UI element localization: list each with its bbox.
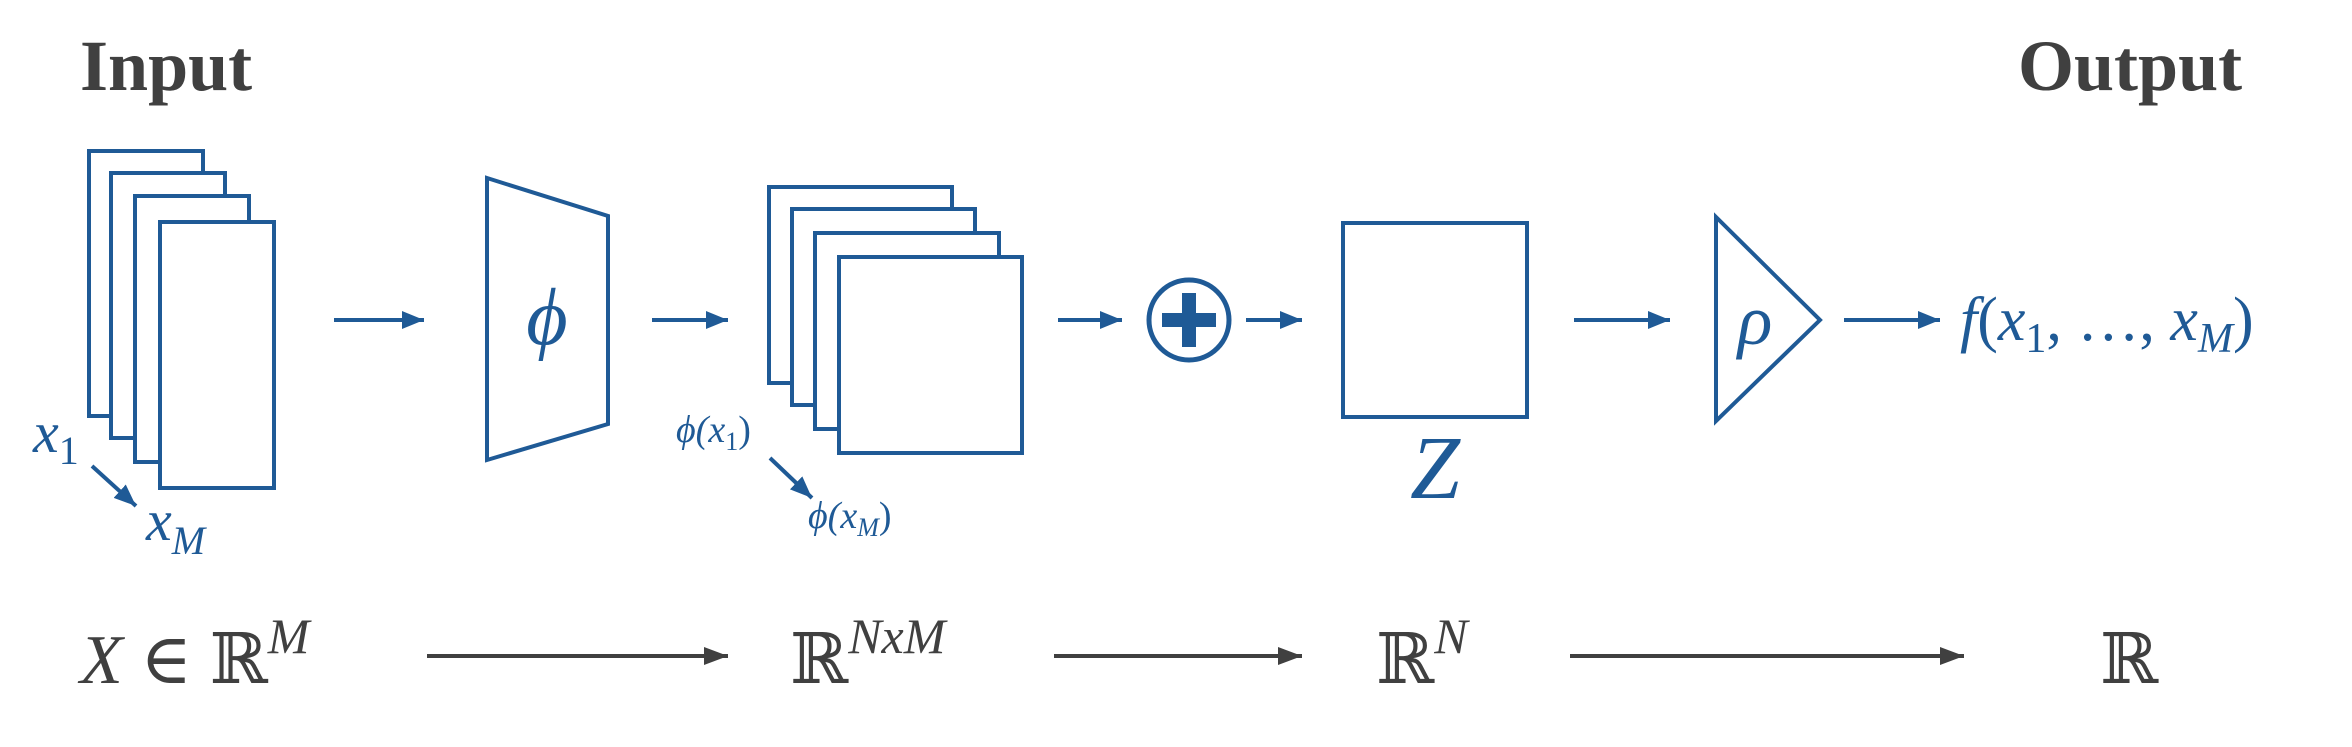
phi-x1-label: ϕ(x1) xyxy=(676,409,751,456)
rho-symbol: ρ xyxy=(1736,280,1773,360)
phi-symbol: ϕ xyxy=(526,274,567,362)
latent-space-label: ℝN xyxy=(1376,608,1470,699)
output-function-label: f(x1, …, xM) xyxy=(1960,286,2254,362)
output-header: Output xyxy=(2018,26,2242,106)
input-header: Input xyxy=(80,26,252,106)
phi-xm-label: ϕ(xM) xyxy=(808,495,892,542)
x1-label: x1 xyxy=(32,400,79,473)
xm-label: xM xyxy=(145,488,208,563)
input-set-stack xyxy=(87,149,276,490)
input-space-label: X ∈ ℝM xyxy=(77,608,312,699)
x1-to-xm-arrow xyxy=(90,464,138,508)
sum-pooling-icon xyxy=(1146,277,1232,363)
rho-decoder-block xyxy=(1714,212,1823,426)
phi-x1-to-xm-arrow xyxy=(768,456,814,500)
phi-encoder-block xyxy=(485,175,610,463)
latent-z-box xyxy=(1341,221,1529,419)
output-space-label: ℝ xyxy=(2100,622,2159,699)
embedding-stack xyxy=(767,185,1024,455)
z-label: Z xyxy=(1410,419,1461,518)
embedding-space-label: ℝNxM xyxy=(790,608,948,699)
